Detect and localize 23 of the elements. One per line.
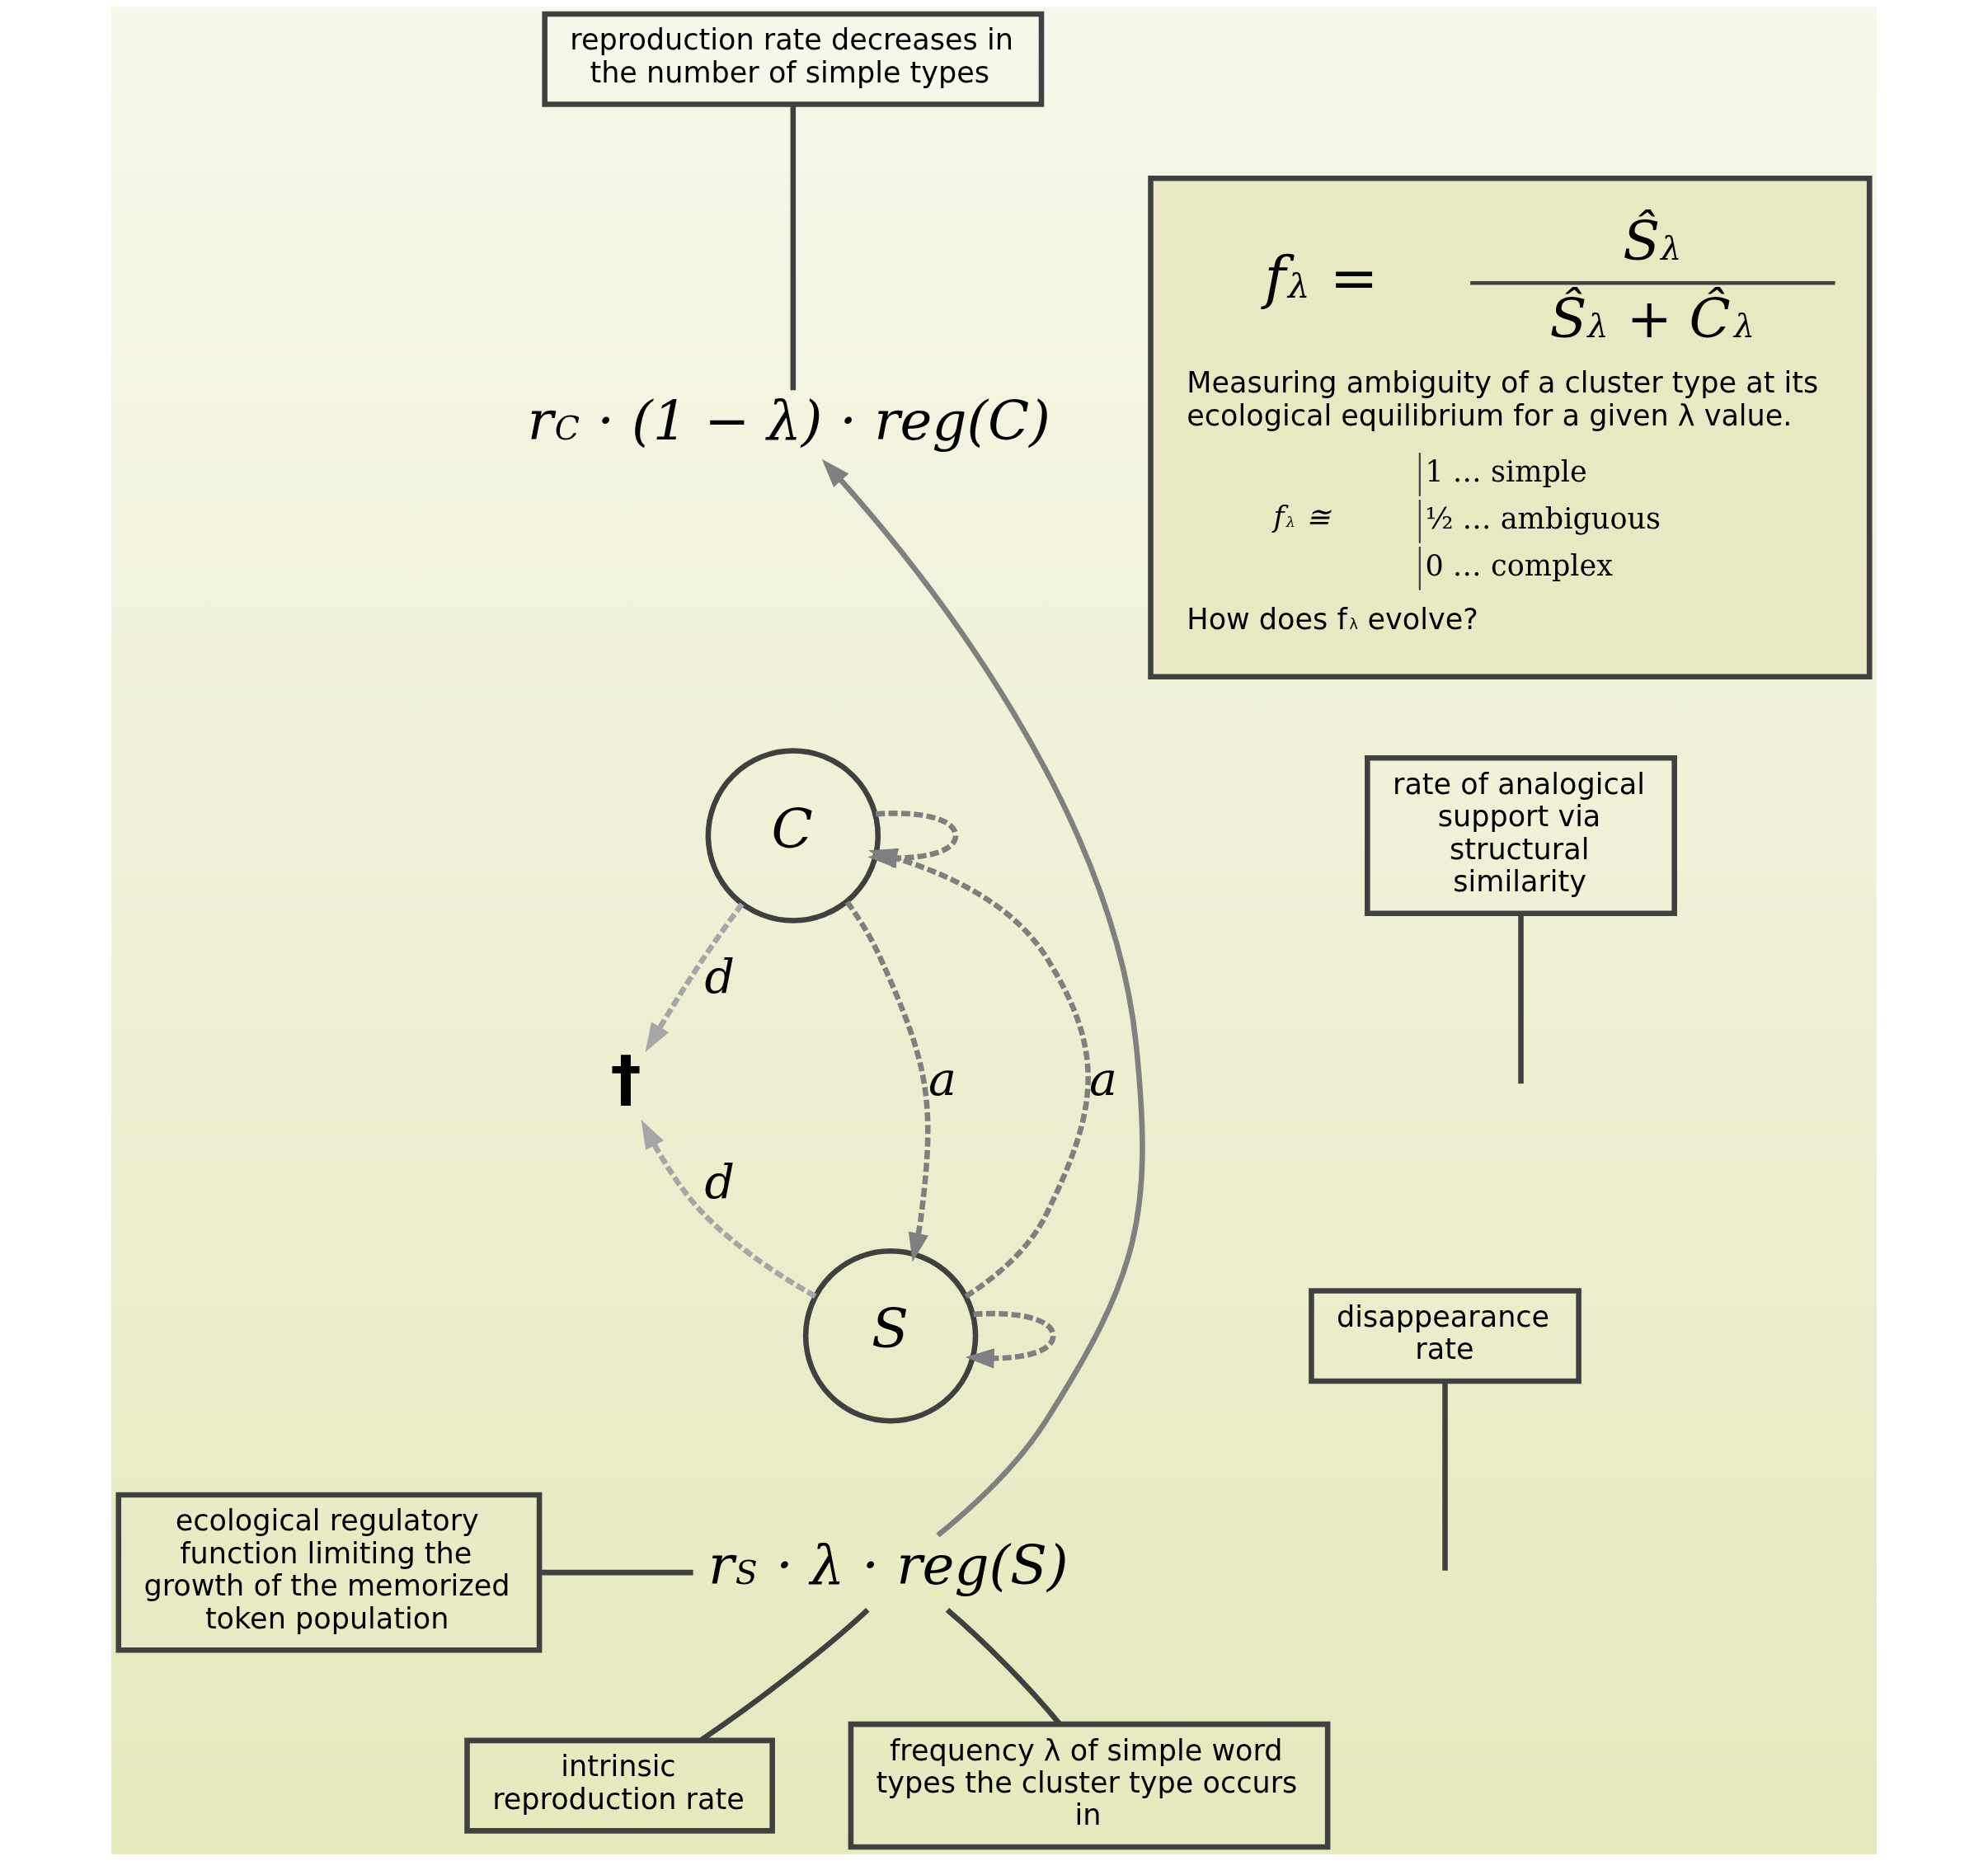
edge-label: d xyxy=(704,1154,735,1210)
edge-label: a xyxy=(928,1051,957,1107)
edge-label: d xyxy=(704,948,735,1003)
arrow xyxy=(821,458,1145,1538)
node-box: disappearance rate xyxy=(1309,1288,1581,1384)
arrow xyxy=(844,900,931,1262)
connector xyxy=(790,105,797,391)
node-box: intrinsic reproduction rate xyxy=(464,1737,775,1834)
node-box: frequency λ of simple word types the cluster type occurs in xyxy=(848,1721,1331,1850)
connector xyxy=(539,1569,693,1576)
node-text: † xyxy=(610,1042,642,1115)
edge-label: a xyxy=(1089,1051,1117,1107)
node-box: rate of analogical support via structural similarity xyxy=(1365,755,1677,916)
node-circle: S xyxy=(802,1248,979,1424)
node-box: fλ = Ŝλ Ŝλ + Ĉλ Measuring ambiguity of a cluster type at its ecological equilibrium for a given λ value. fλ ≅ 1 … simple ½ … ambiguous 0 … complex How does fλ evolve? xyxy=(1148,175,1873,680)
arrow xyxy=(965,1310,1056,1369)
node-text: rS · λ · reg(S) xyxy=(707,1534,1069,1597)
node-text: rC · (1 − λ) · reg(C) xyxy=(527,388,1050,452)
node-box: reproduction rate decreases in the number of simple types xyxy=(542,11,1045,107)
arrow xyxy=(645,902,745,1052)
node-circle: C xyxy=(705,748,881,923)
arrow xyxy=(641,1120,817,1299)
node-box: ecological regulatory function limiting the growth of the memorized token population xyxy=(115,1492,543,1653)
